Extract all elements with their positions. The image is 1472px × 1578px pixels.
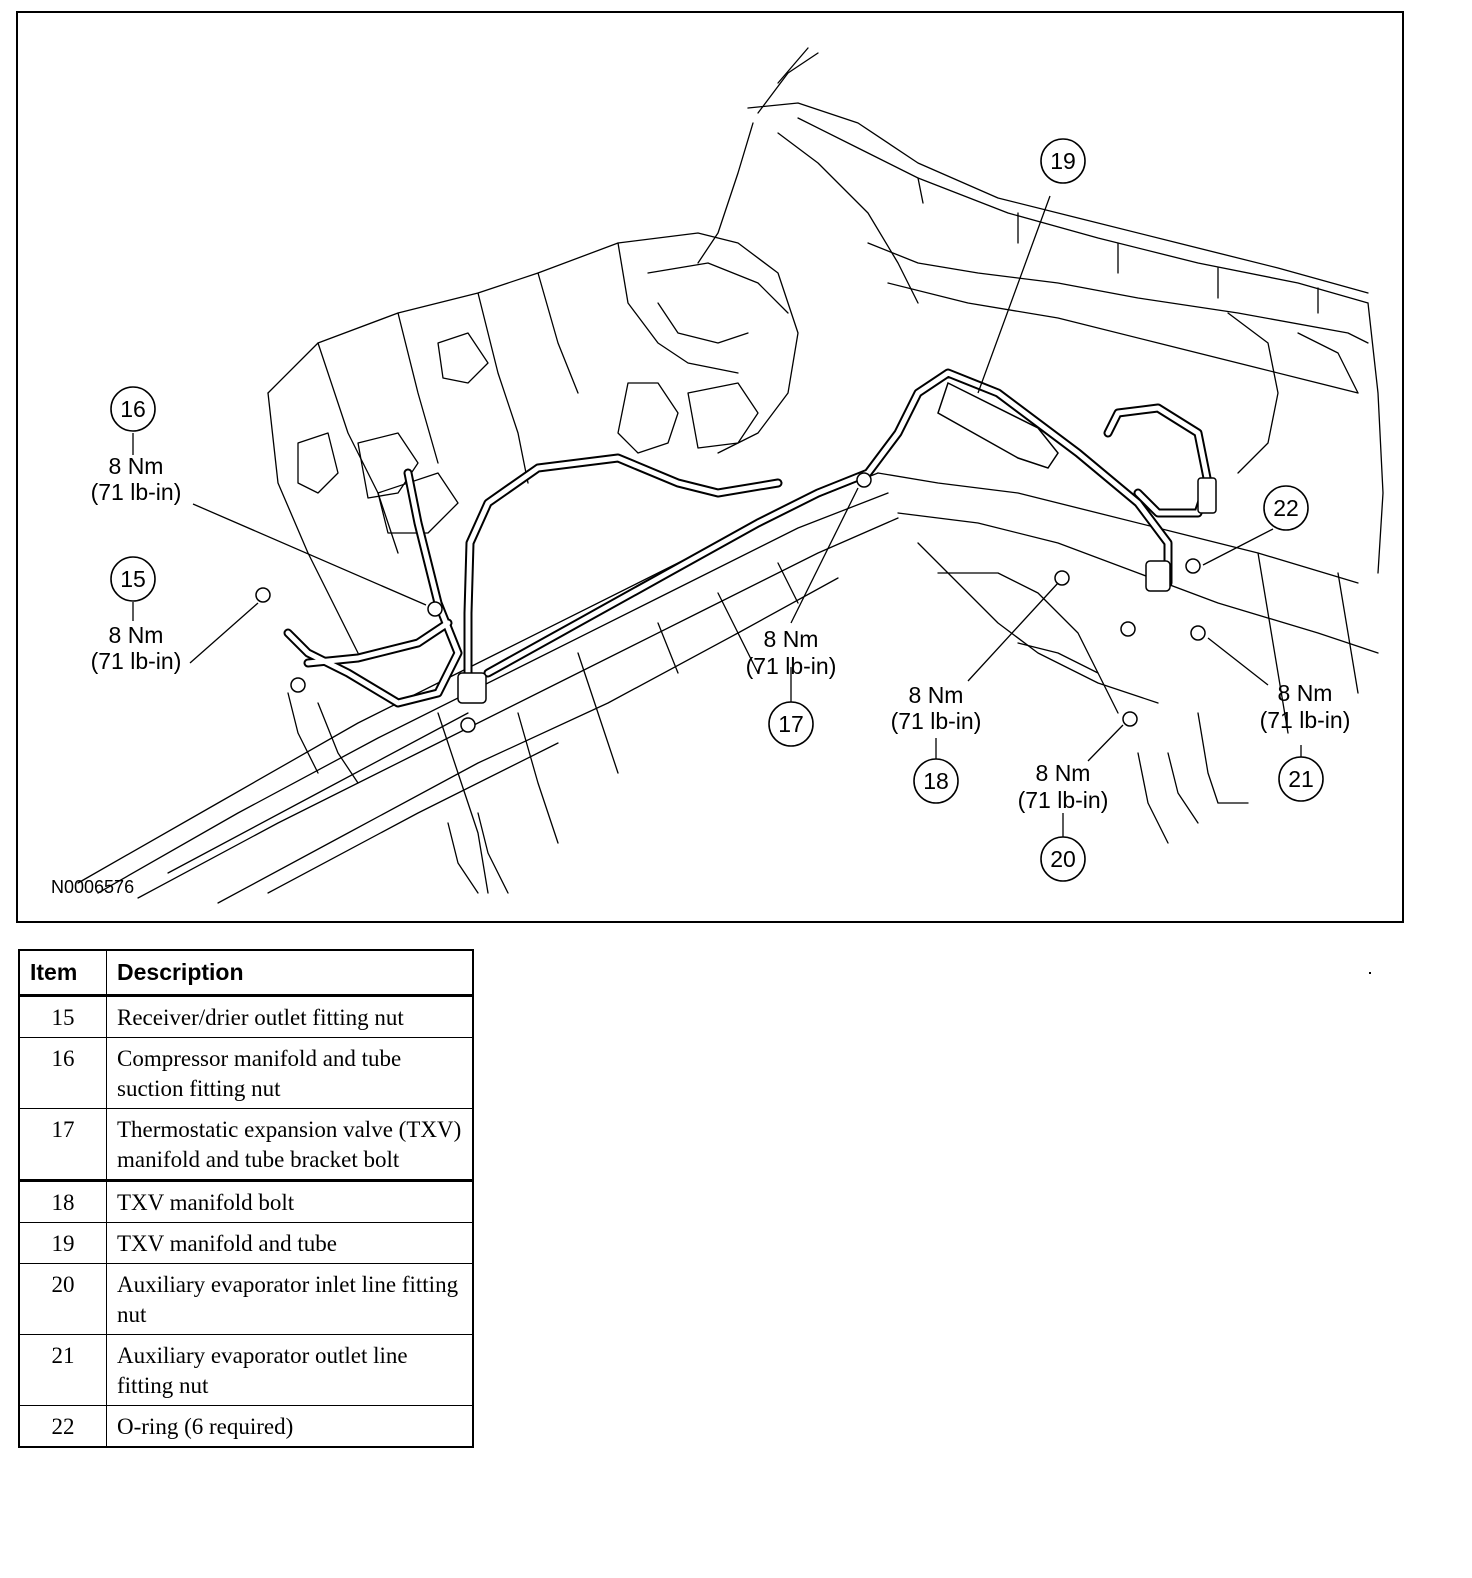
legend-row: 19 TXV manifold and tube [18, 1222, 474, 1264]
torque-nm-21: 8 Nm [1278, 680, 1333, 706]
vehicle-line-drawing: 19 16 15 22 17 18 21 20 8 Nm (71 lb-in) … [51, 47, 1384, 904]
legend-item-description: O-ring (6 required) [106, 1405, 474, 1448]
legend-row: 22 O-ring (6 required) [18, 1405, 474, 1448]
legend-header-description: Description [106, 949, 474, 997]
exploded-view-figure: 19 16 15 22 17 18 21 20 8 Nm (71 lb-in) … [16, 11, 1404, 923]
legend-item-number: 18 [18, 1180, 107, 1223]
figure-id-label: N0006576 [51, 877, 134, 897]
stray-dot [1369, 972, 1371, 974]
torque-nm-20: 8 Nm [1036, 760, 1091, 786]
legend-item-number: 17 [18, 1108, 107, 1182]
legend-row: 18 TXV manifold bolt [18, 1180, 474, 1223]
legend-row: 20 Auxiliary evaporator inlet line fitti… [18, 1263, 474, 1335]
legend-item-number: 16 [18, 1037, 107, 1109]
legend-item-description: Compressor manifold and tube suction fit… [106, 1037, 474, 1109]
legend-header-row: Item Description [18, 949, 474, 997]
legend-row: 17 Thermostatic expansion valve (TXV) ma… [18, 1108, 474, 1182]
torque-lbin-21: (71 lb-in) [1260, 707, 1351, 733]
legend-item-description: Auxiliary evaporator inlet line fitting … [106, 1263, 474, 1335]
torque-nm-15: 8 Nm [109, 622, 164, 648]
torque-lbin-20: (71 lb-in) [1018, 787, 1109, 813]
callout-number-22: 22 [1273, 495, 1299, 521]
legend-row: 15 Receiver/drier outlet fitting nut [18, 995, 474, 1038]
legend-item-description: TXV manifold bolt [106, 1180, 474, 1223]
torque-nm-17: 8 Nm [764, 626, 819, 652]
legend-item-number: 22 [18, 1405, 107, 1448]
callout-number-16: 16 [120, 396, 146, 422]
legend-item-description: Auxiliary evaporator outlet line fitting… [106, 1334, 474, 1406]
torque-nm-18: 8 Nm [909, 682, 964, 708]
callout-number-17: 17 [778, 711, 804, 737]
callout-number-20: 20 [1050, 846, 1076, 872]
legend-item-number: 20 [18, 1263, 107, 1335]
torque-lbin-16: (71 lb-in) [91, 479, 182, 505]
legend-item-description: Thermostatic expansion valve (TXV) manif… [106, 1108, 474, 1182]
legend-row: 16 Compressor manifold and tube suction … [18, 1037, 474, 1109]
legend-row: 21 Auxiliary evaporator outlet line fitt… [18, 1334, 474, 1406]
callout-number-15: 15 [120, 566, 146, 592]
callout-number-18: 18 [923, 768, 949, 794]
legend-table: Item Description 15 Receiver/drier outle… [18, 949, 474, 1448]
legend-item-number: 19 [18, 1222, 107, 1264]
callout-number-19: 19 [1050, 148, 1076, 174]
legend-header-item: Item [18, 949, 107, 997]
legend-item-description: TXV manifold and tube [106, 1222, 474, 1264]
legend-item-number: 15 [18, 995, 107, 1038]
callout-number-21: 21 [1288, 766, 1314, 792]
torque-lbin-17: (71 lb-in) [746, 653, 837, 679]
legend-item-number: 21 [18, 1334, 107, 1406]
torque-nm-16: 8 Nm [109, 453, 164, 479]
legend-item-description: Receiver/drier outlet fitting nut [106, 995, 474, 1038]
torque-lbin-18: (71 lb-in) [891, 708, 982, 734]
torque-lbin-15: (71 lb-in) [91, 648, 182, 674]
